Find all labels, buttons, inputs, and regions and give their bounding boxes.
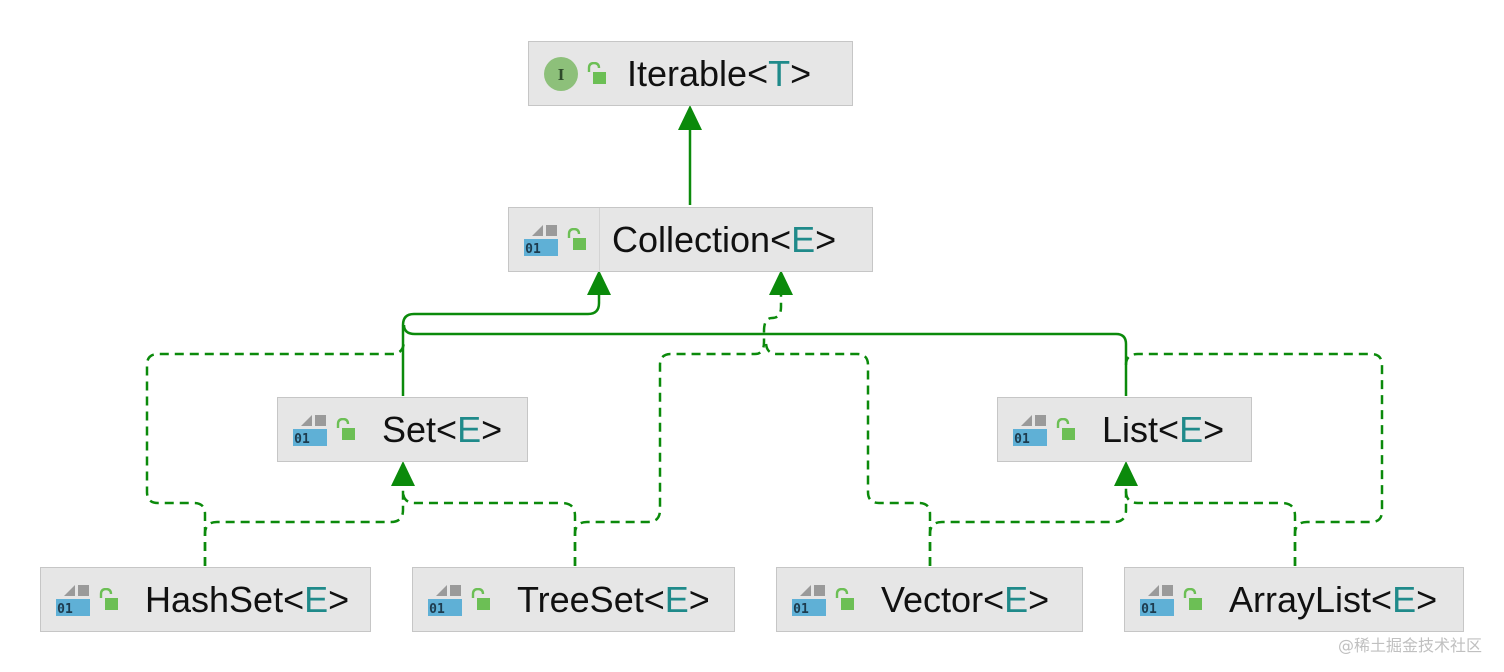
interface-icon: I xyxy=(544,56,578,91)
svg-text:I: I xyxy=(558,65,565,84)
edge-list-collection xyxy=(402,324,1128,396)
unlocked-padlock-icon xyxy=(835,587,854,610)
class-badge-icon: 01 xyxy=(792,584,826,617)
node-set[interactable]: 01 Set<E> xyxy=(277,397,528,462)
svg-text:01: 01 xyxy=(525,242,541,257)
unlocked-padlock-icon xyxy=(1183,587,1202,610)
node-treeset[interactable]: 01 TreeSet<E> xyxy=(412,567,735,632)
unlocked-padlock-icon xyxy=(567,227,586,250)
arrowhead-collection-left xyxy=(587,270,611,295)
svg-text:01: 01 xyxy=(793,602,809,617)
node-label: ArrayList<E> xyxy=(1229,578,1438,620)
svg-text:01: 01 xyxy=(1141,602,1157,617)
node-iterable[interactable]: I Iterable<T> xyxy=(528,41,853,106)
edge-vector-list xyxy=(928,482,1128,566)
node-vector[interactable]: 01 Vector<E> xyxy=(776,567,1083,632)
unlocked-padlock-icon xyxy=(471,587,490,610)
node-label: Set<E> xyxy=(382,408,503,450)
class-badge-icon: 01 xyxy=(428,584,462,617)
class-badge-icon: 01 xyxy=(293,414,327,447)
unlocked-padlock-icon xyxy=(99,587,118,610)
unlocked-padlock-icon xyxy=(1056,417,1075,440)
node-label: Iterable<T> xyxy=(627,52,812,94)
node-label: HashSet<E> xyxy=(145,578,350,620)
arrowhead-iterable xyxy=(678,105,702,130)
class-badge-icon: 01 xyxy=(1013,414,1047,447)
unlocked-padlock-icon xyxy=(336,417,355,440)
node-list[interactable]: 01 List<E> xyxy=(997,397,1252,462)
edge-hashset-set xyxy=(203,482,405,566)
node-label: TreeSet<E> xyxy=(517,578,710,620)
arrowhead-list xyxy=(1114,461,1138,486)
edge-treeset-set xyxy=(401,490,577,566)
svg-text:01: 01 xyxy=(429,602,445,617)
class-badge-icon: 01 xyxy=(1140,584,1174,617)
edge-set-collection xyxy=(401,292,601,396)
svg-text:01: 01 xyxy=(57,602,73,617)
unlocked-padlock-icon xyxy=(587,61,606,84)
node-arraylist[interactable]: 01 ArrayList<E> xyxy=(1124,567,1464,632)
class-badge-icon: 01 xyxy=(56,584,90,617)
class-badge-icon: 01 xyxy=(524,224,558,257)
node-label: List<E> xyxy=(1102,408,1225,450)
svg-text:01: 01 xyxy=(1014,432,1030,447)
edge-hashset-collection xyxy=(145,339,406,566)
edge-vector-collection xyxy=(764,341,932,566)
svg-text:01: 01 xyxy=(294,432,310,447)
arrowhead-collection-right xyxy=(769,270,793,295)
node-hashset[interactable]: 01 HashSet<E> xyxy=(40,567,371,632)
watermark: @稀土掘金技术社区 xyxy=(1337,636,1482,655)
edge-treeset-collection xyxy=(573,292,783,566)
node-label: Vector<E> xyxy=(881,578,1050,620)
arrowhead-set xyxy=(391,461,415,486)
node-collection[interactable]: 01 Collection<E> xyxy=(508,207,873,272)
node-label: Collection<E> xyxy=(612,218,837,260)
edge-arraylist-list xyxy=(1124,490,1297,566)
